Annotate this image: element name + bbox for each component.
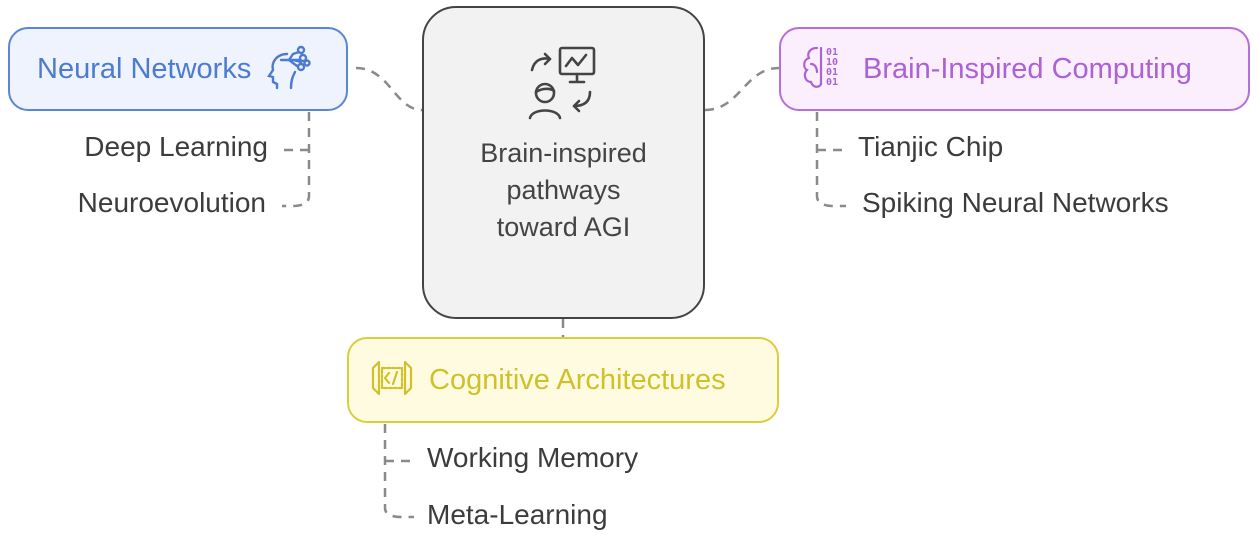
center-node[interactable]: Brain-inspired pathways toward AGI [422,6,705,319]
code-architecture-icon [369,356,415,405]
child-meta-learning[interactable]: Meta-Learning [427,499,608,530]
branch-cognitive-architectures[interactable]: Cognitive Architectures [347,337,779,423]
connector-ca-children [383,424,414,519]
connector-nn-children [282,112,311,208]
connector-bic-children [815,112,846,208]
connector-center-neural-networks [355,66,423,112]
child-deep-learning[interactable]: Deep Learning [84,131,268,162]
svg-text:10: 10 [826,57,838,68]
child-tianjic-chip[interactable]: Tianjic Chip [858,131,1004,162]
svg-text:01: 01 [826,77,838,88]
child-spiking-neural-networks[interactable]: Spiking Neural Networks [862,187,1169,218]
branch-label: Neural Networks [37,52,252,85]
svg-text:01: 01 [826,47,838,58]
branch-label: Brain-Inspired Computing [863,52,1192,85]
branch-neural-networks[interactable]: Neural Networks [8,27,348,111]
brain-network-icon [267,44,313,95]
svg-text:01: 01 [826,67,838,78]
person-presentation-cycle-icon [528,46,600,125]
branch-label: Cognitive Architectures [429,363,726,396]
child-neuroevolution[interactable]: Neuroevolution [77,187,266,218]
connector-center-brain-computing [704,66,780,112]
child-working-memory[interactable]: Working Memory [427,442,639,473]
center-title: Brain-inspired pathways toward AGI [480,138,647,242]
